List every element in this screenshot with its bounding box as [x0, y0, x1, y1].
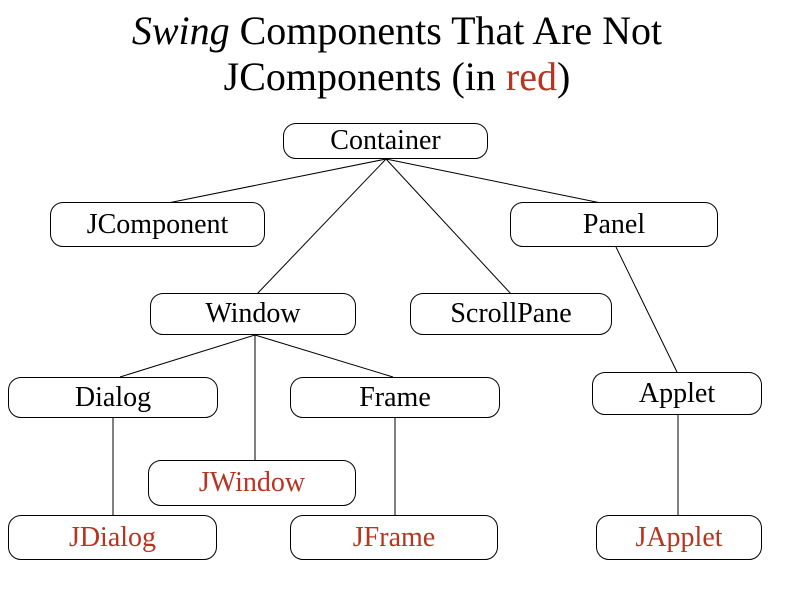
title-line-2-prefix: JComponents (in — [223, 54, 506, 99]
node-jframe: JFrame — [290, 515, 498, 560]
title-red-word: red — [505, 54, 557, 99]
title-line-2-suffix: ) — [556, 54, 571, 99]
edge-container-jcomponent — [162, 158, 387, 205]
title-line-1: Swing Components That Are Not — [0, 8, 794, 54]
title-swing-italic: Swing — [131, 8, 230, 53]
title-line-1-rest: Components That Are Not — [229, 8, 663, 53]
edge-window-dialog — [119, 334, 256, 378]
edge-panel-applet — [615, 246, 678, 373]
slide-title: Swing Components That Are Not JComponent… — [0, 8, 794, 100]
node-dialog: Dialog — [8, 377, 218, 418]
node-jdialog: JDialog — [8, 515, 217, 560]
edge-container-window — [255, 158, 387, 296]
node-scrollpane: ScrollPane — [410, 293, 612, 335]
title-line-2: JComponents (in red) — [0, 54, 794, 100]
node-container: Container — [283, 123, 488, 159]
node-jwindow: JWindow — [148, 460, 356, 506]
edge-container-scrollpane — [385, 158, 513, 296]
node-panel: Panel — [510, 202, 718, 247]
node-applet: Applet — [592, 372, 762, 415]
node-window: Window — [150, 293, 356, 335]
node-frame: Frame — [290, 377, 500, 418]
node-japplet: JApplet — [596, 515, 762, 560]
edge-container-panel — [385, 158, 607, 205]
node-jcomponent: JComponent — [50, 202, 265, 247]
edge-window-frame — [254, 334, 394, 378]
